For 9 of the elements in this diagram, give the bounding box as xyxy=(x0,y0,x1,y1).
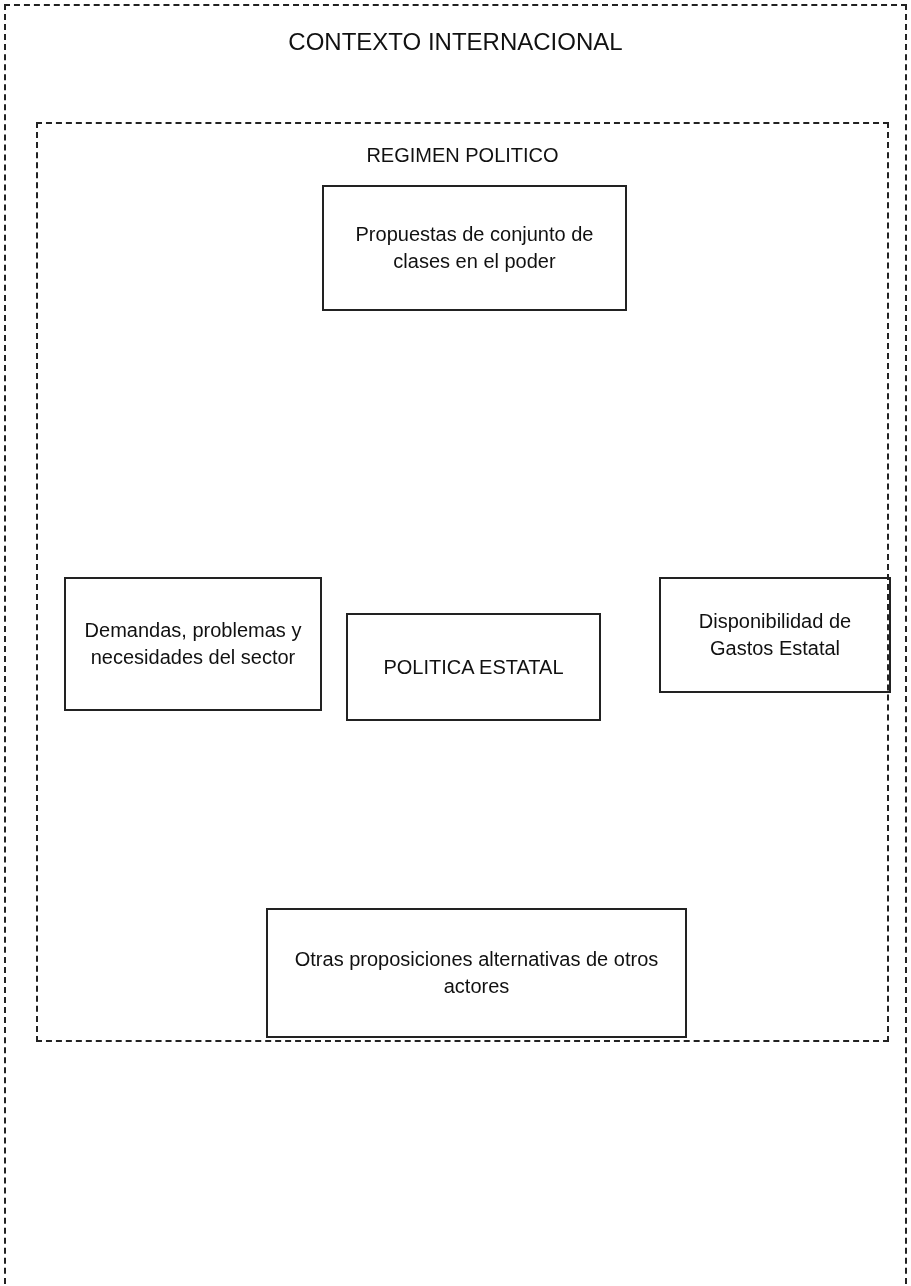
text-box: Demandas, problemas y necesidades del sector xyxy=(64,577,322,711)
text-box: Otras proposiciones alternativas de otros actores xyxy=(266,908,687,1038)
text-box: POLITICA ESTATAL xyxy=(346,613,601,721)
dashed-region xyxy=(36,122,889,1042)
text-box: Propuestas de conjunto de clases en el poder xyxy=(322,185,627,311)
text-box: Disponibilidad de Gastos Estatal xyxy=(659,577,891,693)
region-title: REGIMEN POLITICO xyxy=(366,144,559,167)
region-title: CONTEXTO INTERNACIONAL xyxy=(288,28,623,56)
dashed-region xyxy=(4,4,907,1286)
